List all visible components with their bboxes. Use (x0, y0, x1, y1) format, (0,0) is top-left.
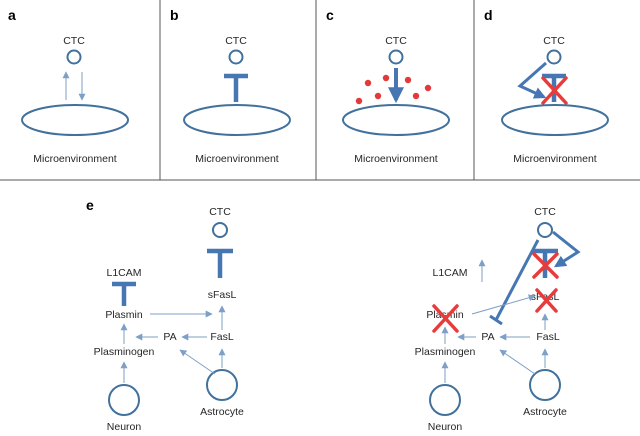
panel-c-letter: c (326, 7, 334, 23)
panel-c: c CTC Microenvironment (326, 7, 450, 165)
panel-a-letter: a (8, 7, 16, 23)
left-pa-label: PA (163, 331, 176, 343)
right-long-inhibitor-line (494, 239, 540, 321)
left-ctc-circle (212, 222, 228, 238)
left-neuron-circle (108, 384, 140, 416)
panel-a: a CTC Microenvironment (8, 7, 129, 165)
left-plasmin-label: Plasmin (105, 309, 143, 321)
left-astrocyte-to-pa-arrow (179, 349, 216, 375)
panel-b-microenvironment-ellipse (183, 104, 291, 136)
left-sfasl-label: sFasL (208, 289, 237, 301)
panel-a-ctc-label: CTC (63, 35, 85, 47)
panel-b-letter: b (170, 7, 179, 23)
right-bent-arrow (552, 230, 581, 268)
left-l1cam-label: L1CAM (106, 267, 141, 279)
panel-dividers (0, 0, 640, 181)
panel-a-ctc-circle (66, 49, 82, 65)
right-neuron-circle (429, 384, 461, 416)
panel-b: b CTC Microenvironment (170, 7, 291, 165)
panel-d: d CTC Microenvironment (484, 7, 609, 165)
panel-a-microenvironment-ellipse (21, 104, 129, 136)
right-neuron-label: Neuron (428, 421, 463, 433)
left-ctc-inhibitor (207, 248, 233, 278)
left-l1cam-inhibitor (112, 281, 136, 306)
panel-d-letter: d (484, 7, 493, 23)
right-ctc-label: CTC (534, 206, 556, 218)
panel-c-microenvironment-ellipse (342, 104, 450, 136)
right-astrocyte-circle (529, 369, 561, 401)
right-pa-label: PA (481, 331, 494, 343)
right-plasminogen-label: Plasminogen (415, 346, 476, 358)
panel-d-bent-arrow (517, 61, 547, 99)
right-long-inhibitor-bar (489, 314, 503, 326)
left-ctc-label: CTC (209, 206, 231, 218)
panel-e-right: CTC sFasL FasL Astrocyte L1CAM Plasmin (415, 206, 581, 433)
panel-c-microenvironment-label: Microenvironment (354, 153, 438, 165)
right-ctc-circle (537, 222, 553, 238)
panel-b-microenvironment-label: Microenvironment (195, 153, 279, 165)
left-astrocyte-circle (206, 369, 238, 401)
panel-e-letter: e (86, 197, 94, 213)
right-sfasl-x-icon (535, 288, 558, 313)
panel-d-x-icon (541, 76, 568, 105)
panel-d-microenvironment-ellipse (501, 104, 609, 136)
left-plasminogen-label: Plasminogen (94, 346, 155, 358)
panel-a-microenvironment-label: Microenvironment (33, 153, 117, 165)
panel-e-left: CTC sFasL FasL Astrocyte L1CAM Plasmin P… (94, 206, 244, 433)
right-plasmin-label: Plasmin (426, 309, 464, 321)
panel-c-red-dots (355, 74, 432, 105)
right-l1cam-label: L1CAM (432, 267, 467, 279)
panel-c-ctc-circle (388, 49, 404, 65)
left-neuron-label: Neuron (107, 421, 142, 433)
right-astrocyte-label: Astrocyte (523, 406, 567, 418)
right-inhibitor-x-icon (532, 252, 559, 279)
right-plasmin-to-sfasl-arrow (471, 294, 536, 315)
panel-d-ctc-circle (546, 49, 562, 65)
panel-d-microenvironment-label: Microenvironment (513, 153, 597, 165)
right-fasl-label: FasL (536, 331, 560, 343)
right-astrocyte-to-pa-arrow (499, 349, 536, 375)
panel-c-ctc-label: CTC (385, 35, 407, 47)
left-fasl-label: FasL (210, 331, 234, 343)
panel-b-ctc-circle (228, 49, 244, 65)
panel-b-inhibitor (224, 73, 248, 102)
left-astrocyte-label: Astrocyte (200, 406, 244, 418)
panel-d-ctc-label: CTC (543, 35, 565, 47)
panel-b-ctc-label: CTC (225, 35, 247, 47)
right-plasmin-x-icon (432, 304, 459, 333)
